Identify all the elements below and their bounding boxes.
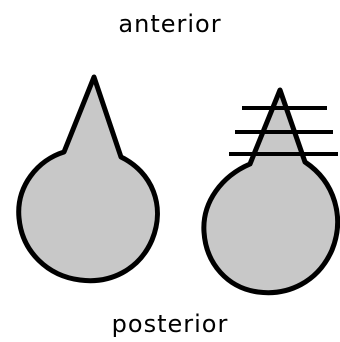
posterior-label: posterior [0,312,340,336]
left-drop-shape [19,77,158,281]
right-drop-shape [204,90,338,293]
